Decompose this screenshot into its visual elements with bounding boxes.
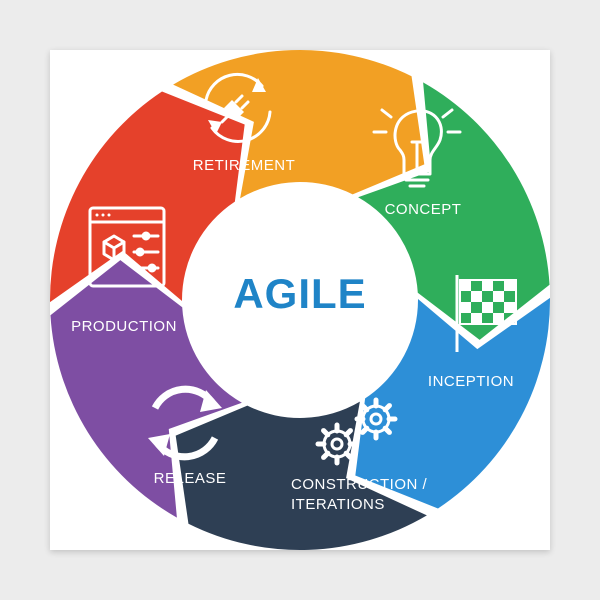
segment-label-release: RELEASE [154, 470, 227, 487]
gears-icon [315, 397, 398, 466]
gear-tooth [382, 403, 392, 413]
segment-label-line: CONCEPT [385, 201, 462, 218]
gear-tooth [382, 425, 392, 435]
gear-tooth [360, 403, 370, 413]
unplug-icon [204, 72, 272, 143]
segment-label-retirement: RETIREMENT [193, 157, 296, 174]
checkered-flag-icon [455, 275, 517, 352]
gear-tooth [343, 428, 353, 438]
gear-tooth [321, 428, 331, 438]
segment-label-line: RETIREMENT [193, 157, 296, 174]
center-circle [192, 184, 408, 400]
refresh-arrows-icon [148, 385, 222, 461]
segment-label-line: CONSTRUCTION / [291, 476, 427, 493]
gear-tooth [343, 450, 353, 460]
lightbulb-icon [372, 92, 462, 188]
gear-tooth [360, 425, 370, 435]
segment-label-line: RELEASE [154, 470, 227, 487]
segment-label-inception: INCEPTION [428, 373, 514, 390]
segment-production [49, 91, 245, 303]
segment-label-production: PRODUCTION [71, 318, 177, 335]
center-label: AGILE [233, 270, 366, 317]
segment-concept [358, 82, 550, 340]
segment-label-line: INCEPTION [428, 373, 514, 390]
segment-retirement [173, 50, 425, 199]
segment-construction [175, 401, 427, 551]
segment-label-concept: CONCEPT [385, 201, 462, 218]
segment-inception [355, 297, 550, 509]
segment-label-construction: CONSTRUCTION / ITERATIONS [291, 476, 427, 513]
dashboard-window-icon [88, 206, 166, 288]
segment-label-line: ITERATIONS [291, 496, 385, 513]
segment-label-line: PRODUCTION [71, 318, 177, 335]
segment-release [50, 260, 242, 518]
gear-tooth [321, 450, 331, 460]
